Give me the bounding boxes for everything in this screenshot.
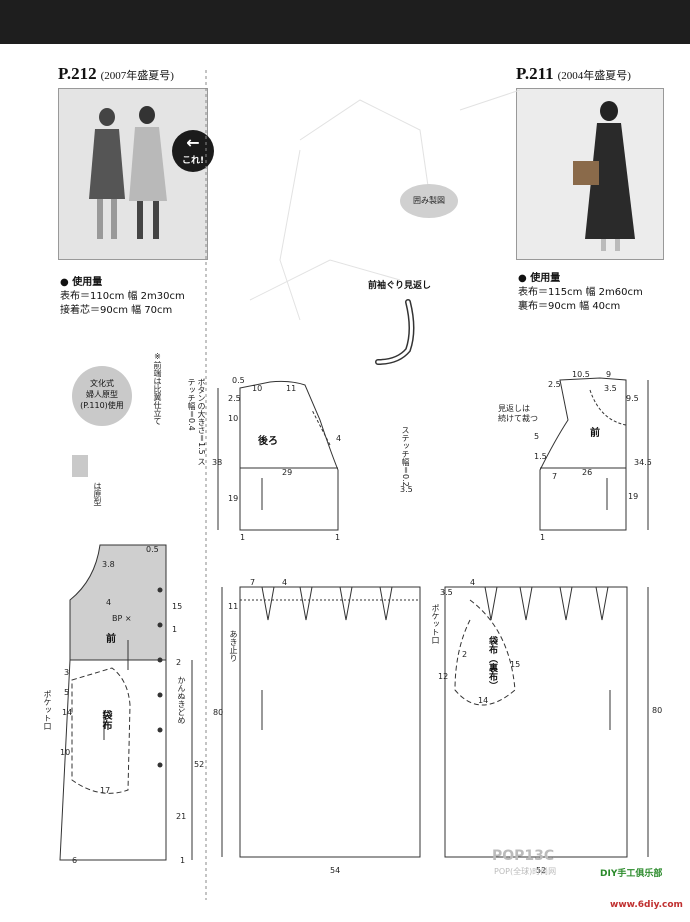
num: 15 xyxy=(172,602,183,611)
num: 1 xyxy=(240,533,246,542)
num: 29 xyxy=(282,468,293,477)
top-bar xyxy=(0,0,690,44)
num: 26 xyxy=(582,468,593,477)
num: 1 xyxy=(180,856,186,865)
back-label: 後ろ xyxy=(258,436,278,447)
num: 2.5 xyxy=(548,380,561,389)
num: 38 xyxy=(212,458,223,467)
num: 11 xyxy=(286,384,297,393)
num: 52 xyxy=(194,760,205,769)
pocket-mouth-right: ポケット口 xyxy=(431,604,440,644)
fly-note: かんぬきどめ xyxy=(177,676,186,724)
num: 3.5 xyxy=(440,588,453,597)
num: 1 xyxy=(172,625,178,634)
num: 3.8 xyxy=(102,560,115,569)
pocket-label-right: 袋布（裏布） xyxy=(487,636,497,690)
right-page-title: P.211(2004年盛夏号) xyxy=(516,64,631,83)
num: 3.5 xyxy=(604,384,617,393)
left-photo xyxy=(58,88,208,260)
num: 1 xyxy=(335,533,341,542)
bp-label: BP × xyxy=(112,614,132,623)
num: 4 xyxy=(282,578,288,587)
legend-swatch xyxy=(72,455,88,477)
num: 4 xyxy=(106,598,112,607)
right-materials: ● 使用量 表布＝115cm 幅 2m60cm 裏布＝90cm 幅 40cm xyxy=(518,273,643,312)
num: 7 xyxy=(250,578,256,587)
num: 0.5 xyxy=(232,376,245,385)
opening-label: あき止り xyxy=(229,630,238,662)
num: 15 xyxy=(510,660,521,669)
arrow-left-icon: ← xyxy=(186,133,200,152)
notes-button-size: ボタンの大きさ＝1.5 ステッチ幅＝0.4 xyxy=(187,378,206,466)
num: 10.5 xyxy=(572,370,590,379)
num: 9.5 xyxy=(626,394,639,403)
stitch-note: ステッチ幅＝0.2 xyxy=(401,426,410,487)
num: 2 xyxy=(462,650,468,659)
facing-note: 見返しは 続けて裁つ xyxy=(498,404,538,423)
legend-text: は原型 xyxy=(93,482,102,506)
this-one-badge: ← これ! xyxy=(172,130,214,172)
num: 2 xyxy=(176,658,182,667)
num: 6 xyxy=(72,856,78,865)
right-photo xyxy=(516,88,664,260)
pocket-label-left: 袋布 xyxy=(100,710,111,730)
num: 4 xyxy=(336,434,342,443)
num: 3 xyxy=(64,668,70,677)
stitch-note-2: 3.5 xyxy=(400,485,413,494)
boxed-draft-tag: 囲み製図 xyxy=(400,184,458,218)
num: 7 xyxy=(552,472,558,481)
num: 1.5 xyxy=(534,452,547,461)
num: 14 xyxy=(478,696,489,705)
facing-label: 前袖ぐり見返し xyxy=(368,281,432,291)
pocket-mouth-left: ポケット口 xyxy=(43,690,52,730)
num: 1 xyxy=(540,533,546,542)
num: 5 xyxy=(64,688,70,697)
num: 9 xyxy=(606,370,612,379)
watermark-sub: POP(全球)时尚网 xyxy=(494,867,557,876)
num: 19 xyxy=(628,492,639,501)
notes-front-edge: ※前端は比翼仕立て xyxy=(153,352,162,425)
num: 4 xyxy=(470,578,476,587)
num: 12 xyxy=(438,672,449,681)
num: 10 xyxy=(60,748,71,757)
num: 19 xyxy=(228,494,239,503)
front-label-left: 前 xyxy=(106,634,116,645)
watermark: POP13C xyxy=(492,848,555,864)
num: 10 xyxy=(252,384,263,393)
num: 0.5 xyxy=(146,545,159,554)
num: 80 xyxy=(213,708,224,717)
num: 34.5 xyxy=(634,458,652,467)
num: 52 xyxy=(536,866,547,875)
num: 21 xyxy=(176,812,187,821)
num: 14 xyxy=(62,708,73,717)
num: 5 xyxy=(534,432,540,441)
logo-url: www.6diy.com xyxy=(610,900,683,910)
num: 54 xyxy=(330,866,341,875)
style-note-circle: 文化式 婦人原型 (P.110)使用 xyxy=(72,366,132,426)
num: 10 xyxy=(228,414,239,423)
logo-title: DIY手工俱乐部 xyxy=(600,869,663,879)
front-label-right: 前 xyxy=(590,428,600,439)
num: 11 xyxy=(228,602,239,611)
num: 2.5 xyxy=(228,394,241,403)
num: 80 xyxy=(652,706,663,715)
left-page-title: P.212(2007年盛夏号) xyxy=(58,64,174,83)
num: 17 xyxy=(100,786,111,795)
left-materials: ● 使用量 表布＝110cm 幅 2m30cm 接着芯＝90cm 幅 70cm xyxy=(60,277,185,316)
